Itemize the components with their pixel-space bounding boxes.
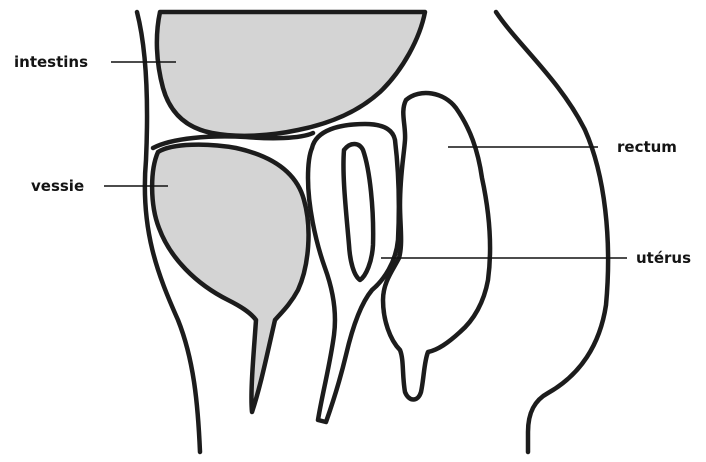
bladder-shape bbox=[152, 145, 308, 412]
label-rectum: rectum bbox=[617, 138, 677, 156]
intestines-shape bbox=[157, 12, 425, 136]
label-intestins: intestins bbox=[14, 53, 88, 71]
label-uterus: utérus bbox=[636, 249, 691, 267]
rectum-shape bbox=[383, 93, 490, 399]
label-vessie: vessie bbox=[31, 177, 84, 195]
posterior-body-wall bbox=[496, 12, 608, 452]
